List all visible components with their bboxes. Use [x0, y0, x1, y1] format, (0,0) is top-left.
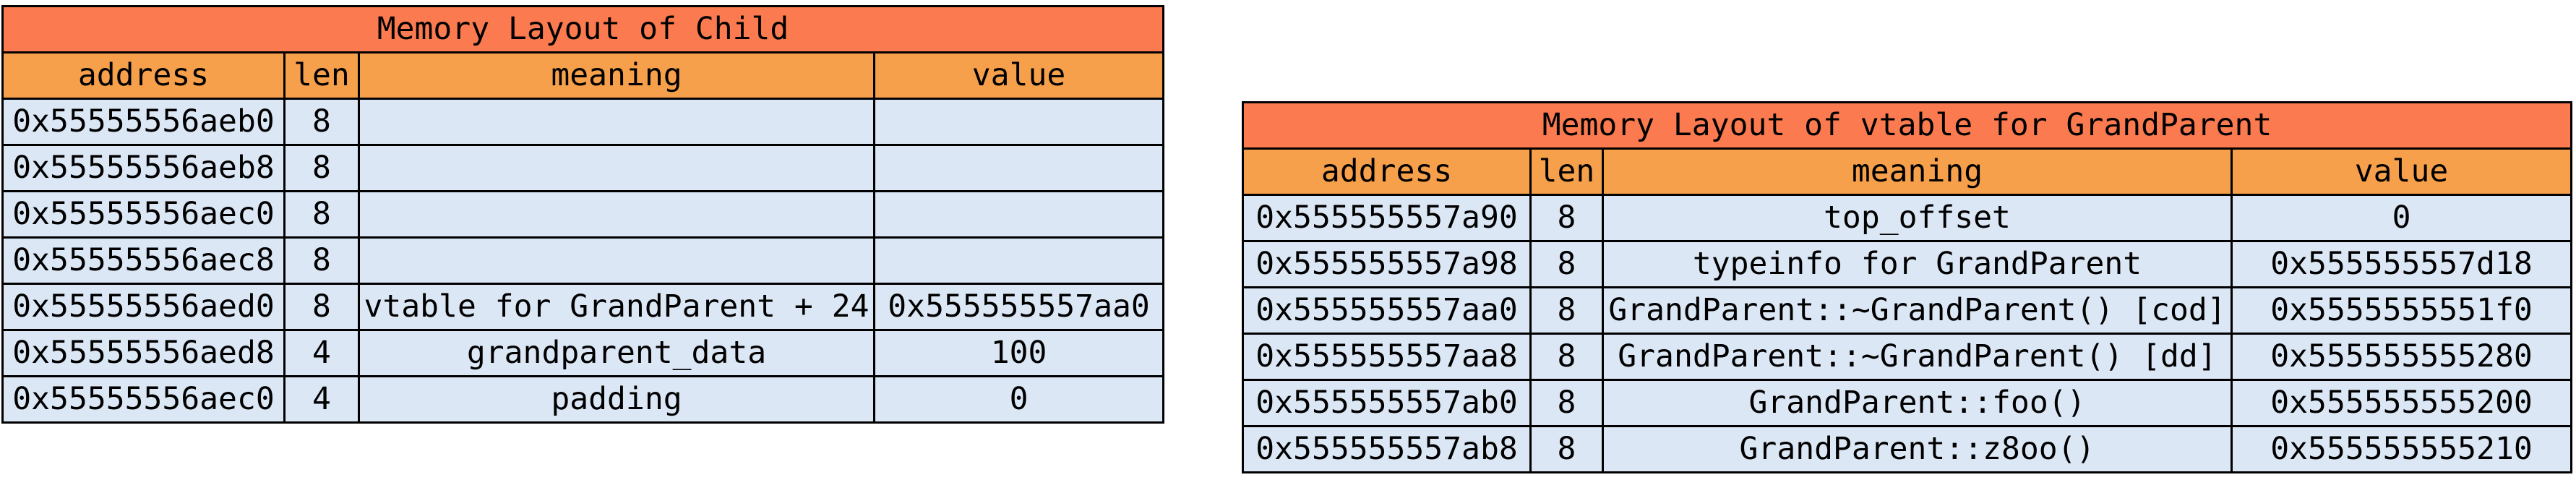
- cell-len: 8: [1529, 240, 1604, 288]
- cell-value: [872, 98, 1165, 146]
- cell-len: 8: [1529, 286, 1604, 335]
- cell-value: [872, 144, 1165, 192]
- cell-len: 8: [1529, 333, 1604, 381]
- cell-value: 0x555555557d18: [2230, 240, 2573, 288]
- table-title: Memory Layout of vtable for GrandParent: [1241, 101, 2573, 150]
- cell-len: 8: [1529, 194, 1604, 242]
- cell-address: 0x55555556aed8: [1, 329, 285, 377]
- cell-value: 0x555555555210: [2230, 425, 2573, 473]
- cell-value: 0: [872, 375, 1165, 424]
- column-header-len: len: [1529, 147, 1604, 196]
- cell-address: 0x555555557a90: [1242, 194, 1532, 242]
- cell-address: 0x55555556aed0: [1, 283, 285, 331]
- column-header-address: address: [1, 51, 285, 100]
- cell-meaning: GrandParent::~GrandParent() [cod]: [1602, 286, 2233, 335]
- cell-meaning: [358, 98, 875, 146]
- column-header-meaning: meaning: [358, 51, 875, 100]
- column-header-meaning: meaning: [1602, 147, 2233, 196]
- cell-address: 0x555555557aa0: [1242, 286, 1532, 335]
- cell-address: 0x555555557aa8: [1242, 333, 1532, 381]
- cell-meaning: top_offset: [1602, 194, 2233, 242]
- cell-meaning: GrandParent::foo(): [1602, 379, 2233, 427]
- cell-len: 8: [283, 236, 360, 285]
- table-title-row: Memory Layout of vtable for GrandParent: [1241, 101, 2573, 150]
- cell-address: 0x55555556aec0: [1, 375, 285, 424]
- cell-meaning: [358, 190, 875, 239]
- cell-meaning: typeinfo for GrandParent: [1602, 240, 2233, 288]
- cell-address: 0x55555556aec8: [1, 236, 285, 285]
- cell-value: 0x555555555200: [2230, 379, 2573, 427]
- cell-len: 8: [283, 283, 360, 331]
- cell-value: 0x555555555280: [2230, 333, 2573, 381]
- cell-len: 8: [1529, 379, 1604, 427]
- cell-len: 4: [283, 375, 360, 424]
- cell-address: 0x555555557ab0: [1242, 379, 1532, 427]
- cell-value: [872, 236, 1165, 285]
- cell-address: 0x555555557ab8: [1242, 425, 1532, 473]
- cell-meaning: [358, 236, 875, 285]
- column-header-address: address: [1242, 147, 1532, 196]
- column-header-value: value: [872, 51, 1165, 100]
- table-title: Memory Layout of Child: [1, 5, 1165, 53]
- cell-meaning: GrandParent::~GrandParent() [dd]: [1602, 333, 2233, 381]
- cell-len: 8: [283, 190, 360, 239]
- cell-value: 0x555555557aa0: [872, 283, 1165, 331]
- cell-address: 0x55555556aeb8: [1, 144, 285, 192]
- cell-address: 0x555555557a98: [1242, 240, 1532, 288]
- column-header-len: len: [283, 51, 360, 100]
- cell-meaning: [358, 144, 875, 192]
- cell-address: 0x55555556aec0: [1, 190, 285, 239]
- cell-value: [872, 190, 1165, 239]
- cell-value: 0: [2230, 194, 2573, 242]
- cell-address: 0x55555556aeb0: [1, 98, 285, 146]
- cell-value: 0x5555555551f0: [2230, 286, 2573, 335]
- table-title-row: Memory Layout of Child: [1, 5, 1165, 53]
- column-header-value: value: [2230, 147, 2573, 196]
- cell-len: 8: [283, 144, 360, 192]
- cell-len: 4: [283, 329, 360, 377]
- cell-len: 8: [283, 98, 360, 146]
- cell-value: 100: [872, 329, 1165, 377]
- cell-meaning: grandparent_data: [358, 329, 875, 377]
- cell-meaning: padding: [358, 375, 875, 424]
- cell-meaning: GrandParent::z8oo(): [1602, 425, 2233, 473]
- cell-len: 8: [1529, 425, 1604, 473]
- cell-meaning: vtable for GrandParent + 24: [358, 283, 875, 331]
